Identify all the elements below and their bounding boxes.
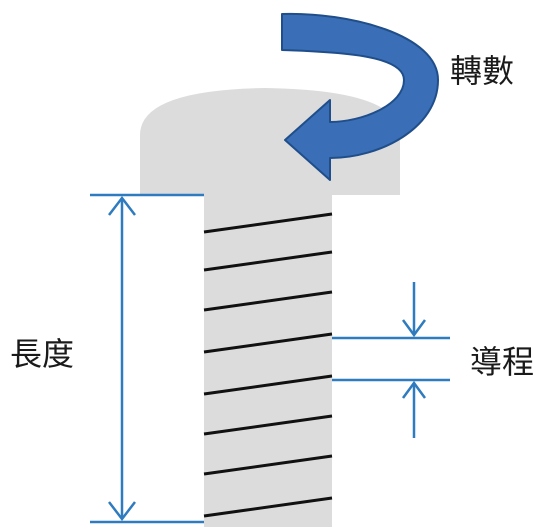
screw-head <box>140 88 400 195</box>
thread-line <box>203 496 333 518</box>
thread-line <box>203 212 333 234</box>
lead-arrow-down-head <box>401 319 427 338</box>
length-label: 長度 <box>10 335 75 373</box>
thread-line <box>203 250 333 272</box>
thread-line <box>203 290 333 312</box>
curved-arrow-icon <box>281 12 439 181</box>
length-dimension <box>90 193 204 524</box>
lead-dimension <box>332 282 450 438</box>
length-arrow-head-bottom <box>108 501 136 522</box>
thread-lines <box>203 212 333 518</box>
length-arrow-head-top <box>108 195 136 216</box>
thread-line <box>203 374 333 396</box>
rotation-label: 轉數 <box>450 52 515 90</box>
screw-shank <box>204 195 332 527</box>
thread-line <box>203 454 333 476</box>
thread-line <box>203 414 333 436</box>
lead-arrow-up-head <box>401 380 427 399</box>
lead-label: 導程 <box>470 343 535 381</box>
thread-line <box>203 332 333 354</box>
